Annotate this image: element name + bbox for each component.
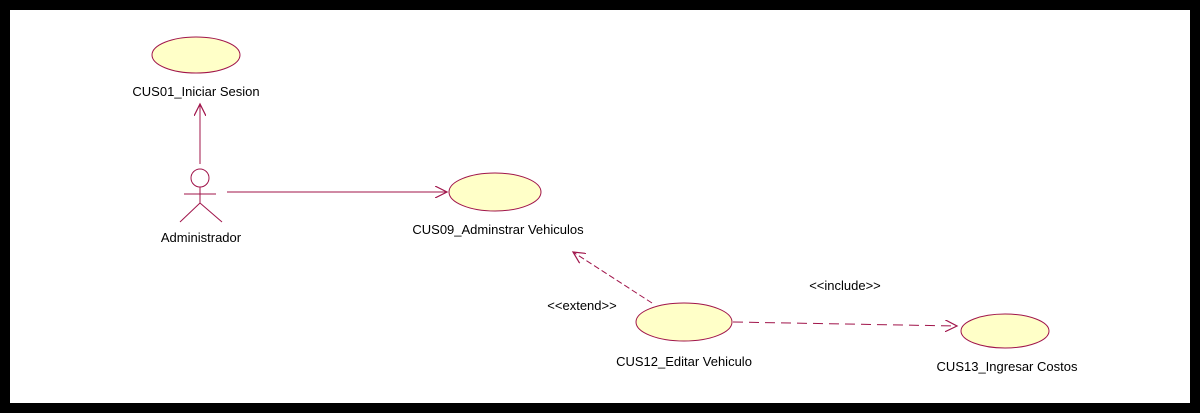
usecase-cus13-ellipse[interactable] [960,313,1050,349]
usecase-cus13-label: CUS13_Ingresar Costos [937,359,1078,374]
actor-administrador-figure[interactable] [179,168,223,223]
usecase-cus12-label: CUS12_Editar Vehiculo [616,354,752,369]
usecase-cus01-ellipse[interactable] [151,36,241,74]
usecase-cus12-ellipse[interactable] [635,302,733,342]
actor-administrador-label: Administrador [161,230,242,245]
usecase-cus09-ellipse[interactable] [448,172,542,212]
usecase-cus09-label: CUS09_Adminstrar Vehiculos [412,222,584,237]
extend-cus12-cus09 [573,252,653,304]
include-cus12-cus13 [732,322,957,326]
extend-label: <<extend>> [547,298,616,313]
include-label: <<include>> [809,278,881,293]
usecase-cus01-label: CUS01_Iniciar Sesion [132,84,259,99]
